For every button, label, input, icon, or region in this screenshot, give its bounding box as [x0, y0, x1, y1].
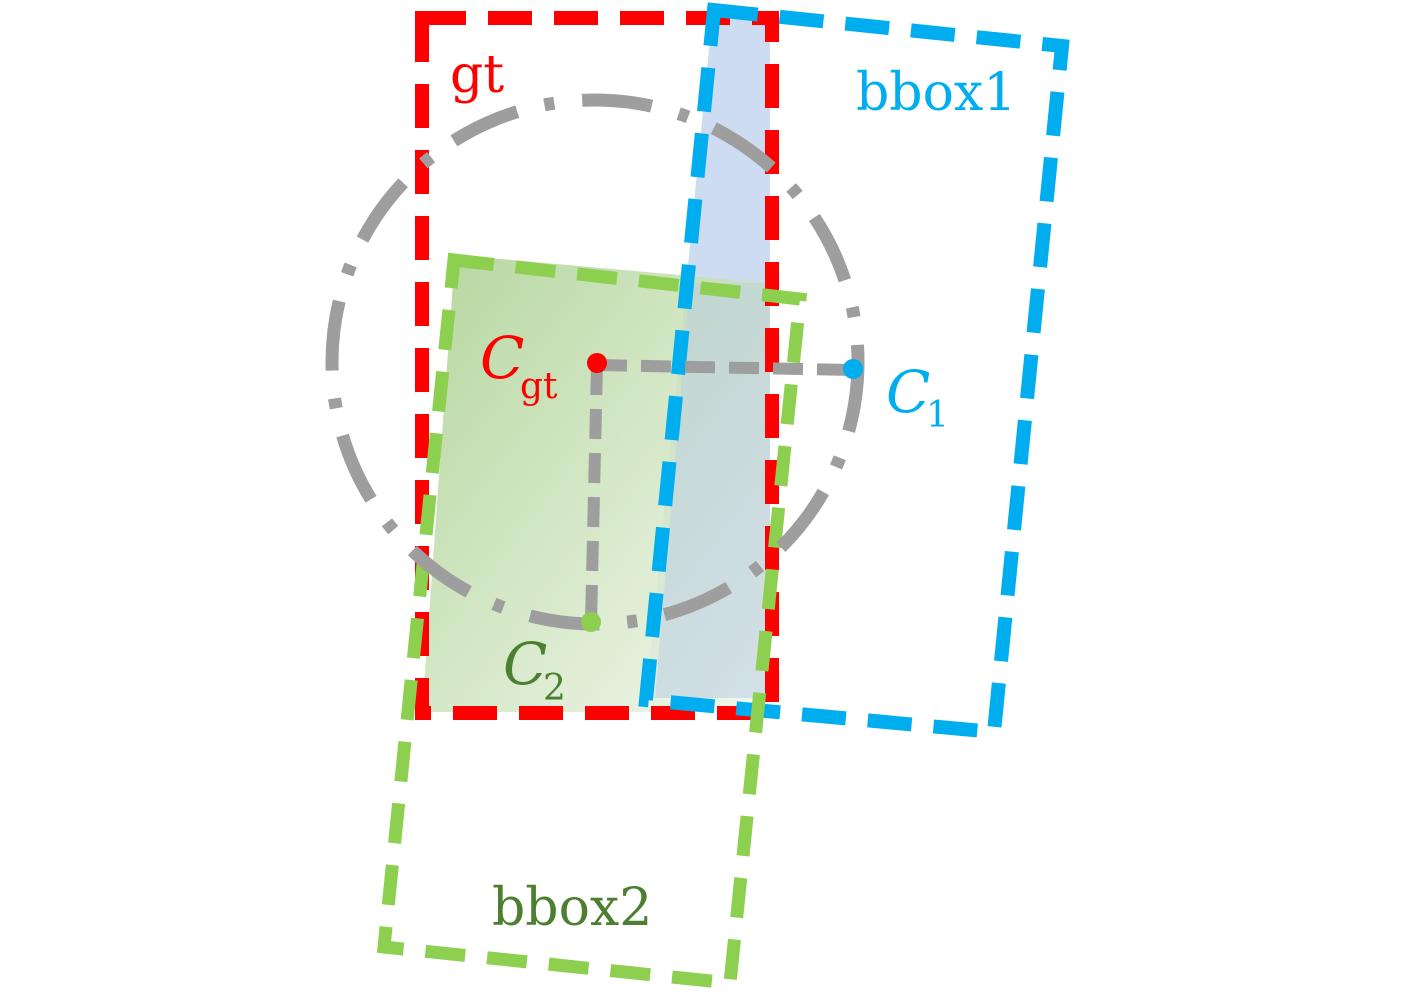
- c1-point: [843, 359, 863, 379]
- c2-point: [581, 612, 601, 632]
- c2-label: C 2: [503, 630, 566, 709]
- gt-label: gt: [450, 45, 504, 105]
- gt-box: [415, 11, 779, 720]
- bbox1-box: [638, 2, 1070, 740]
- bbox2-label: bbox2: [492, 878, 652, 938]
- triple-overlap-region: [655, 283, 770, 698]
- bbox1-label: bbox1: [856, 63, 1016, 123]
- c-gt-label: C gt: [480, 324, 558, 407]
- c1-label: C 1: [886, 358, 949, 436]
- c-gt-point: [587, 353, 607, 373]
- bbox2-box: [376, 252, 808, 991]
